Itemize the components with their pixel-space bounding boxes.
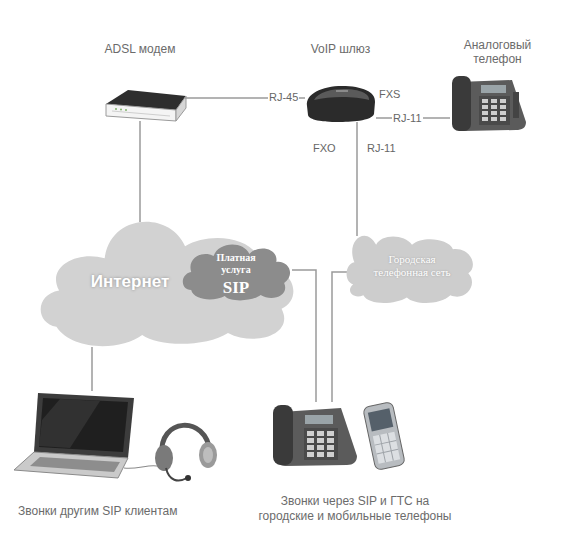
gateway-logo — [336, 90, 348, 92]
mobile-key-col — [380, 435, 386, 462]
mobile-key-col — [387, 433, 393, 460]
service-cloud: Платная услугаSIP — [180, 240, 292, 302]
network-cloud: Городская телефонная сеть — [348, 236, 476, 304]
cable-line — [91, 347, 93, 391]
mobile-key-row — [375, 441, 397, 446]
modem-led — [125, 109, 127, 111]
headset-ear-cup — [199, 442, 217, 468]
voip-gateway-illustration — [307, 86, 375, 122]
cable-line — [292, 270, 316, 402]
device-node: ADSL модем — [95, 42, 185, 121]
cloud-heading: Платная услуга — [208, 252, 264, 276]
device-label: ADSL модем — [95, 42, 185, 56]
phone-handset — [273, 405, 293, 465]
device-caption: Звонки другим SIP клиентам — [18, 504, 228, 519]
laptop-illustration — [14, 393, 134, 478]
phone-handset — [452, 76, 471, 131]
headset-mic — [185, 475, 191, 481]
modem-side — [176, 96, 186, 121]
desk-phone-illustration — [273, 405, 357, 466]
port-label: FXO — [312, 142, 337, 155]
cloud-outline — [347, 236, 473, 303]
mobile-key-row — [377, 449, 399, 454]
cloud-outline — [183, 244, 290, 300]
headset-illustration — [155, 425, 217, 481]
port-label: FXS — [378, 88, 401, 101]
device-label: VoIP шлюз — [295, 42, 386, 56]
cloud-title: Городская телефонная сеть — [360, 253, 464, 279]
gateway-highlight — [314, 89, 369, 100]
device-label: Аналоговый телефон — [450, 38, 545, 66]
cloud-title: SIP — [208, 279, 264, 297]
cable-line — [332, 272, 348, 402]
device-node: Аналоговый телефон — [450, 38, 545, 133]
modem-groove — [112, 111, 170, 116]
device-node: Звонки через SIP и ГТС на городские и мо… — [255, 402, 455, 527]
cloud-title: Интернет — [80, 272, 180, 292]
device-caption: Звонки через SIP и ГТС на городские и мо… — [255, 494, 455, 524]
port-label: RJ-11 — [366, 142, 397, 155]
cable-line — [139, 121, 141, 222]
port-label: RJ-11 — [392, 112, 423, 125]
headset-ear-cup — [155, 445, 173, 471]
mobile-screen — [368, 408, 393, 431]
phone-display — [481, 85, 506, 93]
modem-led — [120, 109, 122, 111]
headset-mic-boom — [166, 468, 187, 481]
phone-side-keys — [513, 92, 519, 118]
device-node: Звонки другим SIP клиентам — [10, 391, 230, 523]
modem-front — [106, 104, 176, 121]
laptop-screen-glare — [39, 399, 100, 448]
cable-line — [356, 122, 358, 236]
laptop-screen — [39, 398, 128, 452]
gateway-body — [307, 86, 375, 122]
headset-cushion — [203, 447, 213, 463]
mobile-phone-illustration — [363, 402, 406, 471]
analog-phone-illustration — [452, 76, 526, 131]
phone-keys — [307, 431, 334, 457]
cloud-outline — [41, 222, 294, 346]
phone-keypad — [304, 428, 338, 460]
mobile-keypad — [373, 432, 400, 464]
phone-keys — [482, 99, 506, 121]
laptop-lid — [34, 393, 134, 458]
port-label: RJ-45 — [268, 91, 299, 104]
modem-led — [115, 108, 117, 110]
laptop-keyboard — [30, 457, 120, 472]
phone-display — [305, 415, 333, 424]
mobile-body — [363, 402, 406, 471]
device-node: VoIP шлюз — [305, 42, 376, 122]
adsl-modem-illustration — [106, 90, 186, 121]
laptop-base — [14, 452, 128, 478]
phone-keypad — [479, 96, 510, 125]
